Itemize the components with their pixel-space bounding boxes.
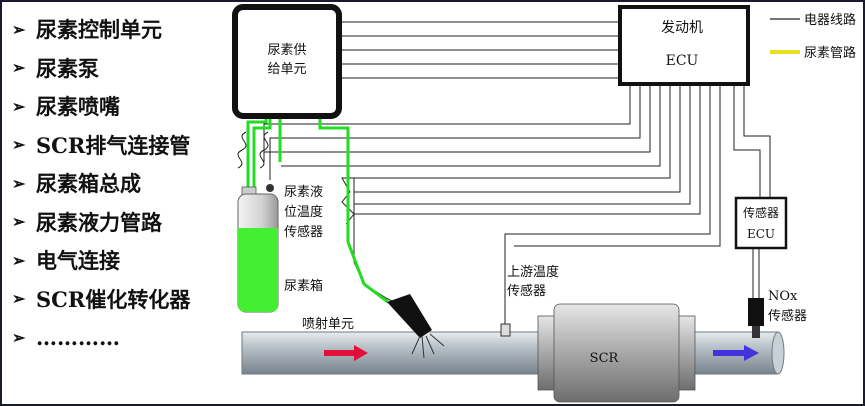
sensor-ecu-label: ECU: [747, 227, 775, 241]
engine-ecu-label: 发动机: [661, 20, 703, 36]
level-sensor-head: [266, 184, 274, 192]
legend-wire-label: 电器线路: [804, 12, 856, 28]
nox-sensor-label: NOx: [768, 289, 798, 304]
bullet-arrow-icon: ➢: [12, 212, 26, 232]
list-item: ➢…………: [12, 324, 120, 350]
list-item: ➢SCR排气连接管: [12, 132, 191, 158]
list-item: ➢尿素液力管路: [12, 209, 162, 235]
bullet-arrow-icon: ➢: [12, 173, 26, 193]
urea-supply-unit: [232, 4, 342, 119]
flow-arrow-in-icon: [324, 345, 368, 361]
bullet-arrow-icon: ➢: [12, 289, 26, 309]
bullet-arrow-icon: ➢: [12, 96, 26, 116]
flow-arrow-out-icon: [713, 345, 759, 361]
bullet-arrow-icon: ➢: [12, 327, 26, 347]
nox-sensor-label: 传感器: [768, 308, 807, 324]
legend-pipe-label: 尿素管路: [804, 45, 856, 61]
sensor-ecu-label: 传感器: [743, 205, 779, 220]
scr-label: SCR: [590, 351, 620, 366]
engine-ecu: [618, 5, 750, 86]
upstream-sensor-label: 传感器: [507, 283, 546, 299]
injector-unit: [387, 294, 445, 359]
list-item: ➢电气连接: [12, 248, 120, 274]
engine-ecu-label: ECU: [666, 53, 699, 69]
upstream-temp-sensor: [500, 323, 511, 337]
bullet-arrow-icon: ➢: [12, 58, 26, 78]
list-item: ➢尿素控制单元: [12, 17, 162, 43]
component-list: ➢尿素控制单元 ➢尿素泵 ➢尿素喷嘴 ➢SCR排气连接管 ➢尿素箱总成 ➢尿素液…: [12, 10, 190, 357]
level-sensor-label: 传感器: [284, 224, 323, 240]
list-item: ➢尿素箱总成: [12, 171, 141, 197]
urea-tank: [237, 186, 279, 313]
supply-unit-label: 尿素供: [267, 43, 306, 58]
level-sensor-label: 尿素液: [284, 185, 323, 200]
bullet-arrow-icon: ➢: [12, 19, 26, 39]
level-sensor-label: 位温度: [284, 204, 323, 220]
bullet-arrow-icon: ➢: [12, 135, 26, 155]
exhaust-pipe: [241, 331, 779, 375]
sensor-ecu: [734, 196, 788, 250]
scr-converter: [537, 303, 696, 403]
supply-unit-label: 给单元: [267, 62, 306, 77]
list-item: ➢尿素泵: [12, 55, 99, 81]
list-item: ➢SCR催化转化器: [12, 286, 191, 312]
bullet-arrow-icon: ➢: [12, 250, 26, 270]
nox-sensor: [748, 298, 764, 338]
upstream-sensor-label: 上游温度: [507, 264, 559, 280]
signal-wires: [237, 21, 771, 324]
list-item: ➢尿素喷嘴: [12, 94, 120, 120]
exhaust-pipe-outlet: [771, 331, 785, 375]
urea-tank-label: 尿素箱: [284, 278, 323, 294]
injector-label: 喷射单元: [302, 316, 354, 332]
